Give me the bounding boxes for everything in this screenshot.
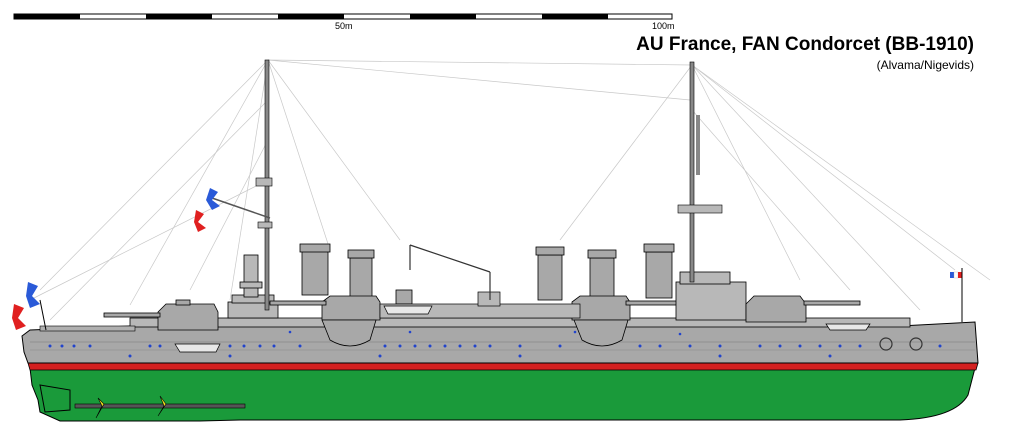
underwater-hull bbox=[29, 367, 976, 422]
author-credit: (Alvama/Nigevids) bbox=[876, 58, 974, 72]
forward-mast bbox=[211, 59, 273, 311]
aft-mast bbox=[677, 61, 723, 283]
fore-deck-rail bbox=[39, 325, 136, 332]
midship-deckhouse bbox=[379, 291, 581, 319]
propeller-shaft bbox=[74, 403, 246, 409]
forward-bridge bbox=[227, 254, 279, 319]
rudder bbox=[39, 384, 71, 413]
boats bbox=[174, 323, 871, 353]
flag-icon bbox=[12, 188, 963, 331]
aft-turret bbox=[745, 295, 861, 323]
anchor-icon bbox=[879, 337, 923, 351]
aft-superstructure bbox=[675, 271, 747, 321]
scale-bar bbox=[13, 13, 673, 20]
forward-turret bbox=[103, 299, 219, 331]
crane bbox=[409, 244, 491, 300]
propeller-icon bbox=[95, 395, 167, 419]
ship-title: AU France, FAN Condorcet (BB-1910) bbox=[636, 34, 974, 55]
scale-label-mid: 50m bbox=[335, 21, 353, 31]
wing-turrets bbox=[269, 295, 683, 347]
scale-label-end: 100m bbox=[652, 21, 675, 31]
boot-topping bbox=[27, 362, 979, 371]
rigging bbox=[29, 59, 991, 321]
funnels bbox=[299, 243, 675, 305]
